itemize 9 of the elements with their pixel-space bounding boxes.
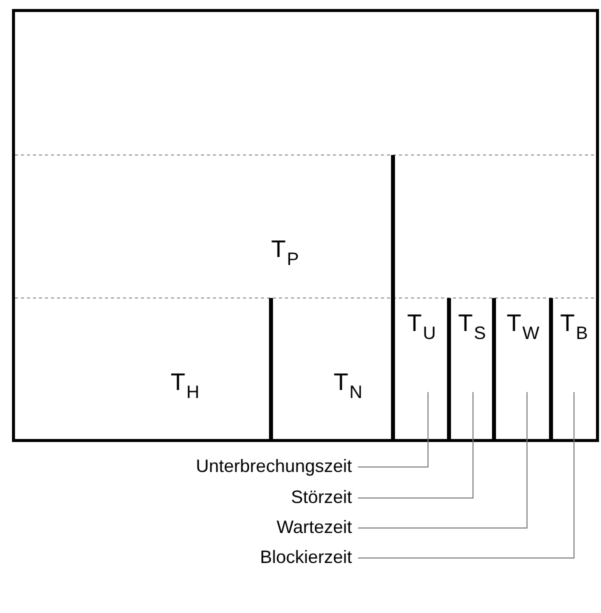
frame-box xyxy=(12,9,599,442)
time-category-label: Störzeit xyxy=(290,488,352,506)
time-category-label: Wartezeit xyxy=(276,518,352,536)
leader-line xyxy=(358,392,428,468)
leader-line xyxy=(358,392,574,558)
time-category-label: Unterbrechungszeit xyxy=(196,457,352,475)
leader-line xyxy=(358,392,474,498)
time-category-label: Blockierzeit xyxy=(260,548,352,566)
leader-line xyxy=(358,392,528,528)
